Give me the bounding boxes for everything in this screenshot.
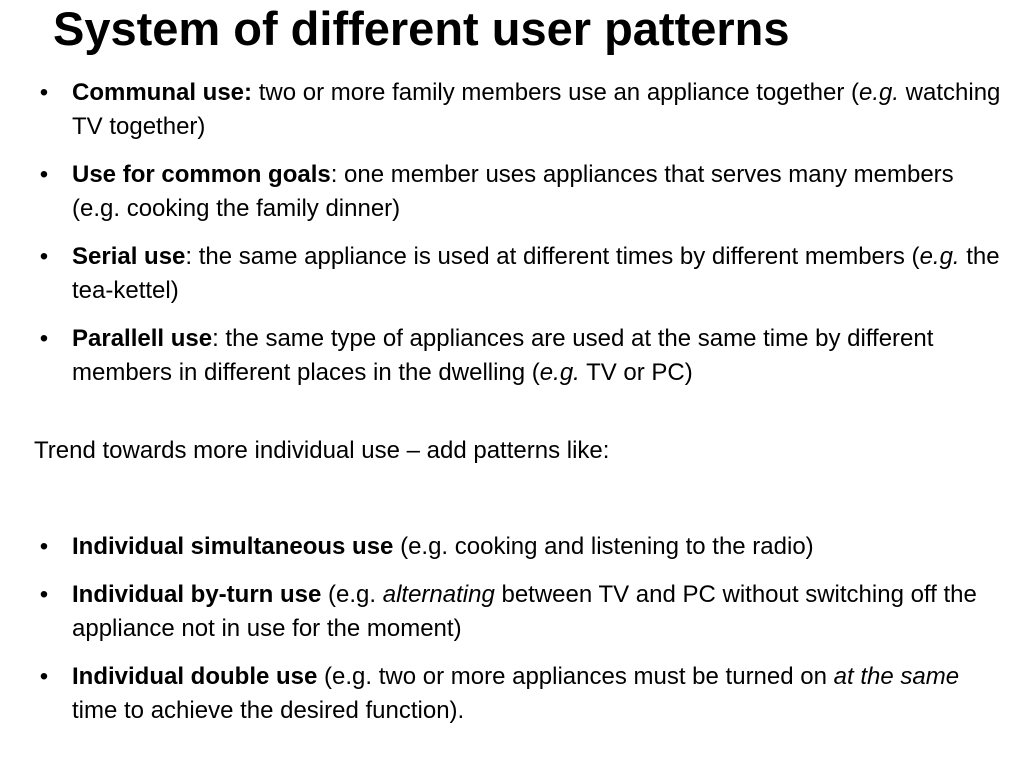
description: : one member uses appliances that serves… [72,161,954,222]
description: (e.g. cooking and listening to the radio… [393,533,814,560]
bullet-icon: • [39,243,49,270]
bullet-icon: • [39,533,49,560]
bullet-icon: • [39,663,49,690]
bullet-icon: • [39,325,49,352]
list-item-parallel-use: • Parallell use: the same type of applian… [34,322,1004,390]
emphasis: alternating [382,581,495,608]
description: (e.g. [321,581,383,608]
list-item-individual-simultaneous: • Individual simultaneous use (e.g. cooki… [34,530,1004,564]
description-end: TV or PC) [579,359,693,386]
example-marker: e.g. [919,243,960,270]
description: : the same type of appliances are used a… [72,325,934,386]
term: Parallell use [72,325,213,352]
description-end: watching TV together) [72,79,1001,140]
description: (e.g. two or more appliances must be tur… [317,663,834,690]
description: two or more family members use an applia… [252,79,859,106]
term: Individual simultaneous use [72,533,394,560]
term: Communal use: [72,79,253,106]
bullet-icon: • [39,79,49,106]
description-end: the tea-kettel) [72,243,1000,304]
slide-content: • Communal use: two or more family member… [34,76,1004,742]
example-marker: e.g. [858,79,899,106]
list-item-serial-use: • Serial use: the same appliance is used … [34,240,1004,308]
individual-patterns-list: • Individual simultaneous use (e.g. cooki… [34,530,1004,728]
list-item-individual-by-turn: • Individual by-turn use (e.g. alternatin… [34,578,1004,646]
term: Use for common goals [72,161,331,188]
description-end: time to achieve the desired function). [72,697,465,724]
list-item-communal-use: • Communal use: two or more family member… [34,76,1004,144]
list-item-individual-double: • Individual double use (e.g. two or more… [34,660,1004,728]
list-item-common-goals: • Use for common goals: one member uses a… [34,158,1004,226]
slide-title: System of different user patterns [53,2,790,55]
emphasis: at the same [833,663,960,690]
bullet-icon: • [39,581,49,608]
bullet-icon: • [39,161,49,188]
term: Serial use [72,243,186,270]
user-patterns-list: • Communal use: two or more family member… [34,76,1004,390]
term: Individual by-turn use [72,581,322,608]
term: Individual double use [72,663,318,690]
trend-statement: Trend towards more individual use – add … [34,437,610,464]
description-end: between TV and PC without switching off … [72,581,977,642]
example-marker: e.g. [539,359,580,386]
description: : the same appliance is used at differen… [185,243,920,270]
